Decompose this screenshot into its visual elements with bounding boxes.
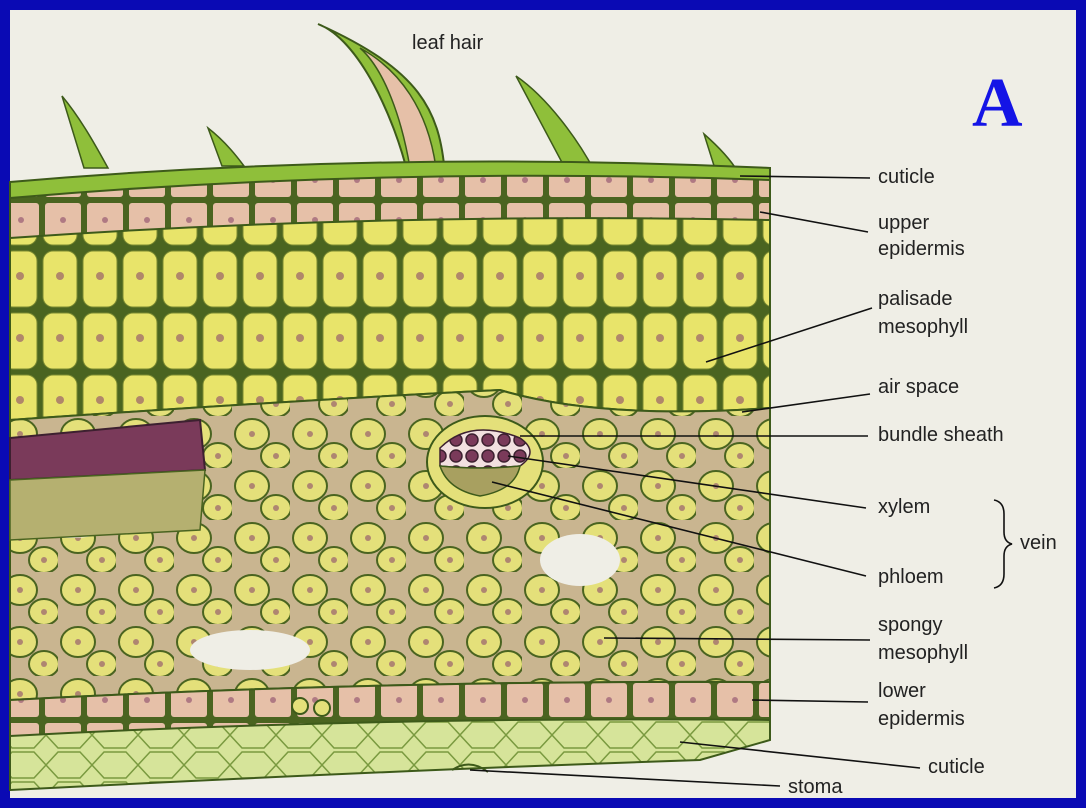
label-phloem: phloem bbox=[878, 566, 944, 589]
label-leaf-hair: leaf hair bbox=[412, 32, 483, 55]
label-lower-epidermis-line2: epidermis bbox=[878, 708, 965, 731]
label-cuticle-bottom: cuticle bbox=[928, 756, 985, 779]
label-stoma: stoma bbox=[788, 776, 842, 799]
guard-cell bbox=[292, 698, 308, 714]
label-vein: vein bbox=[1020, 532, 1057, 555]
label-xylem: xylem bbox=[878, 496, 930, 519]
label-palisade-line2: mesophyll bbox=[878, 316, 968, 339]
label-spongy-line1: spongy bbox=[878, 614, 943, 637]
label-upper-epidermis-line2: epidermis bbox=[878, 238, 965, 261]
label-cuticle-top: cuticle bbox=[878, 166, 935, 189]
corner-letter: A bbox=[972, 64, 1023, 144]
leaf-hair-small bbox=[62, 96, 108, 168]
palisade-mesophyll bbox=[10, 218, 770, 420]
label-bundle-sheath: bundle sheath bbox=[878, 424, 1004, 447]
label-lower-epidermis-line1: lower bbox=[878, 680, 926, 703]
label-palisade-line1: palisade bbox=[878, 288, 953, 311]
label-spongy-line2: mesophyll bbox=[878, 642, 968, 665]
label-air-space: air space bbox=[878, 376, 959, 399]
air-space bbox=[190, 630, 310, 670]
label-upper-epidermis-line1: upper bbox=[878, 212, 929, 235]
